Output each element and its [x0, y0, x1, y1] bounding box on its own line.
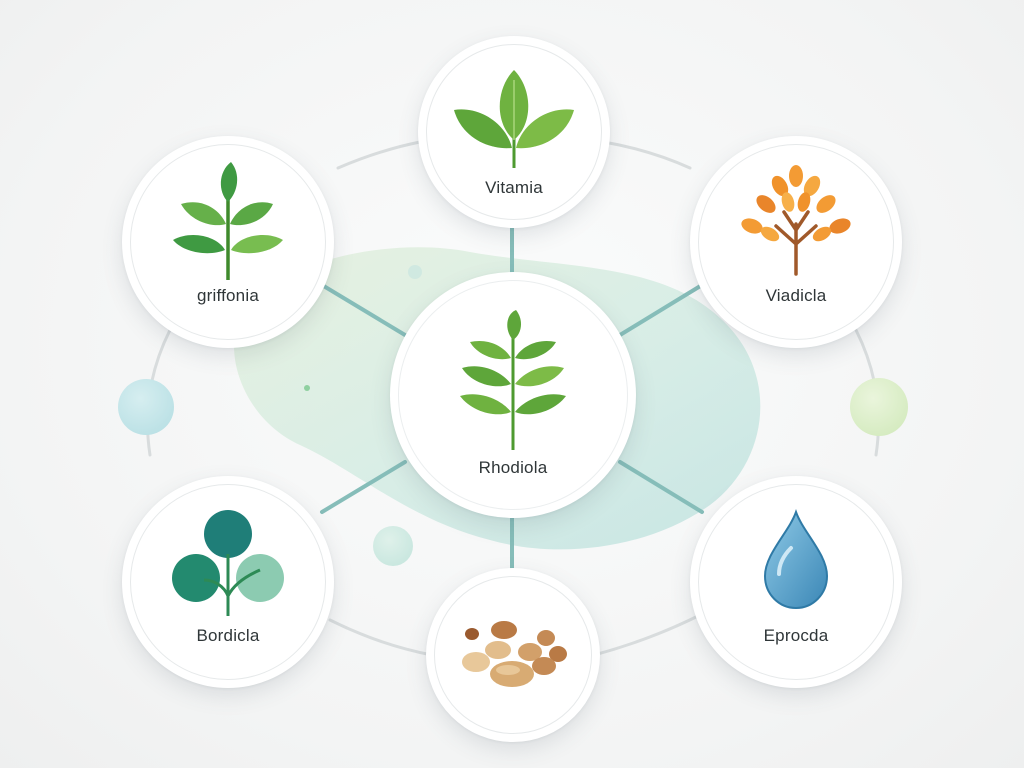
water-drop-icon: [763, 508, 829, 610]
node-ring: [398, 280, 628, 510]
decor-dot-small: [373, 526, 413, 566]
outer-ring-bottom-right: [592, 613, 702, 657]
seeds-icon: [462, 621, 567, 687]
node-center[interactable]: Rhodiola: [390, 272, 636, 518]
node-ring: [698, 484, 894, 680]
node-ring: [434, 576, 592, 734]
node-lower-right[interactable]: Eprocda: [690, 476, 902, 688]
three-leaf-icon: [454, 70, 574, 168]
outer-ring-top-right: [602, 140, 692, 170]
node-label: Eprocda: [763, 626, 829, 645]
decor-dot-speck: [304, 385, 310, 391]
connector-upper-right: [618, 283, 704, 337]
connector-lower-left: [320, 460, 407, 514]
node-label: Vitamia: [485, 178, 543, 197]
node-label: Bordicla: [196, 626, 260, 645]
decor-dot-right: [850, 378, 908, 436]
node-label: Viadicla: [765, 286, 827, 305]
round-leaf-sprout-icon: [172, 510, 284, 616]
node-label: griffonia: [197, 286, 259, 305]
leaf-branch-icon: [173, 162, 283, 280]
node-upper-left[interactable]: griffonia: [122, 136, 334, 348]
node-bottom[interactable]: [426, 568, 600, 742]
node-ring: [698, 144, 894, 340]
node-upper-right[interactable]: Viadicla: [690, 136, 902, 348]
orange-tree-icon: [741, 165, 851, 276]
decor-dot-tiny: [408, 265, 422, 279]
outer-ring-top-left: [336, 140, 422, 170]
node-lower-left[interactable]: Bordicla: [122, 476, 334, 688]
connectors: [320, 226, 704, 570]
outer-ring-bottom-left: [328, 618, 434, 657]
decor-dot-left: [118, 379, 174, 435]
leaf-sprig-icon: [460, 310, 566, 450]
node-ring: [130, 484, 326, 680]
node-label: Rhodiola: [478, 458, 548, 477]
node-top[interactable]: Vitamia: [418, 36, 610, 228]
connector-lower-right: [618, 460, 704, 514]
node-ring: [130, 144, 326, 340]
connector-upper-left: [320, 283, 407, 337]
node-ring: [426, 44, 602, 220]
